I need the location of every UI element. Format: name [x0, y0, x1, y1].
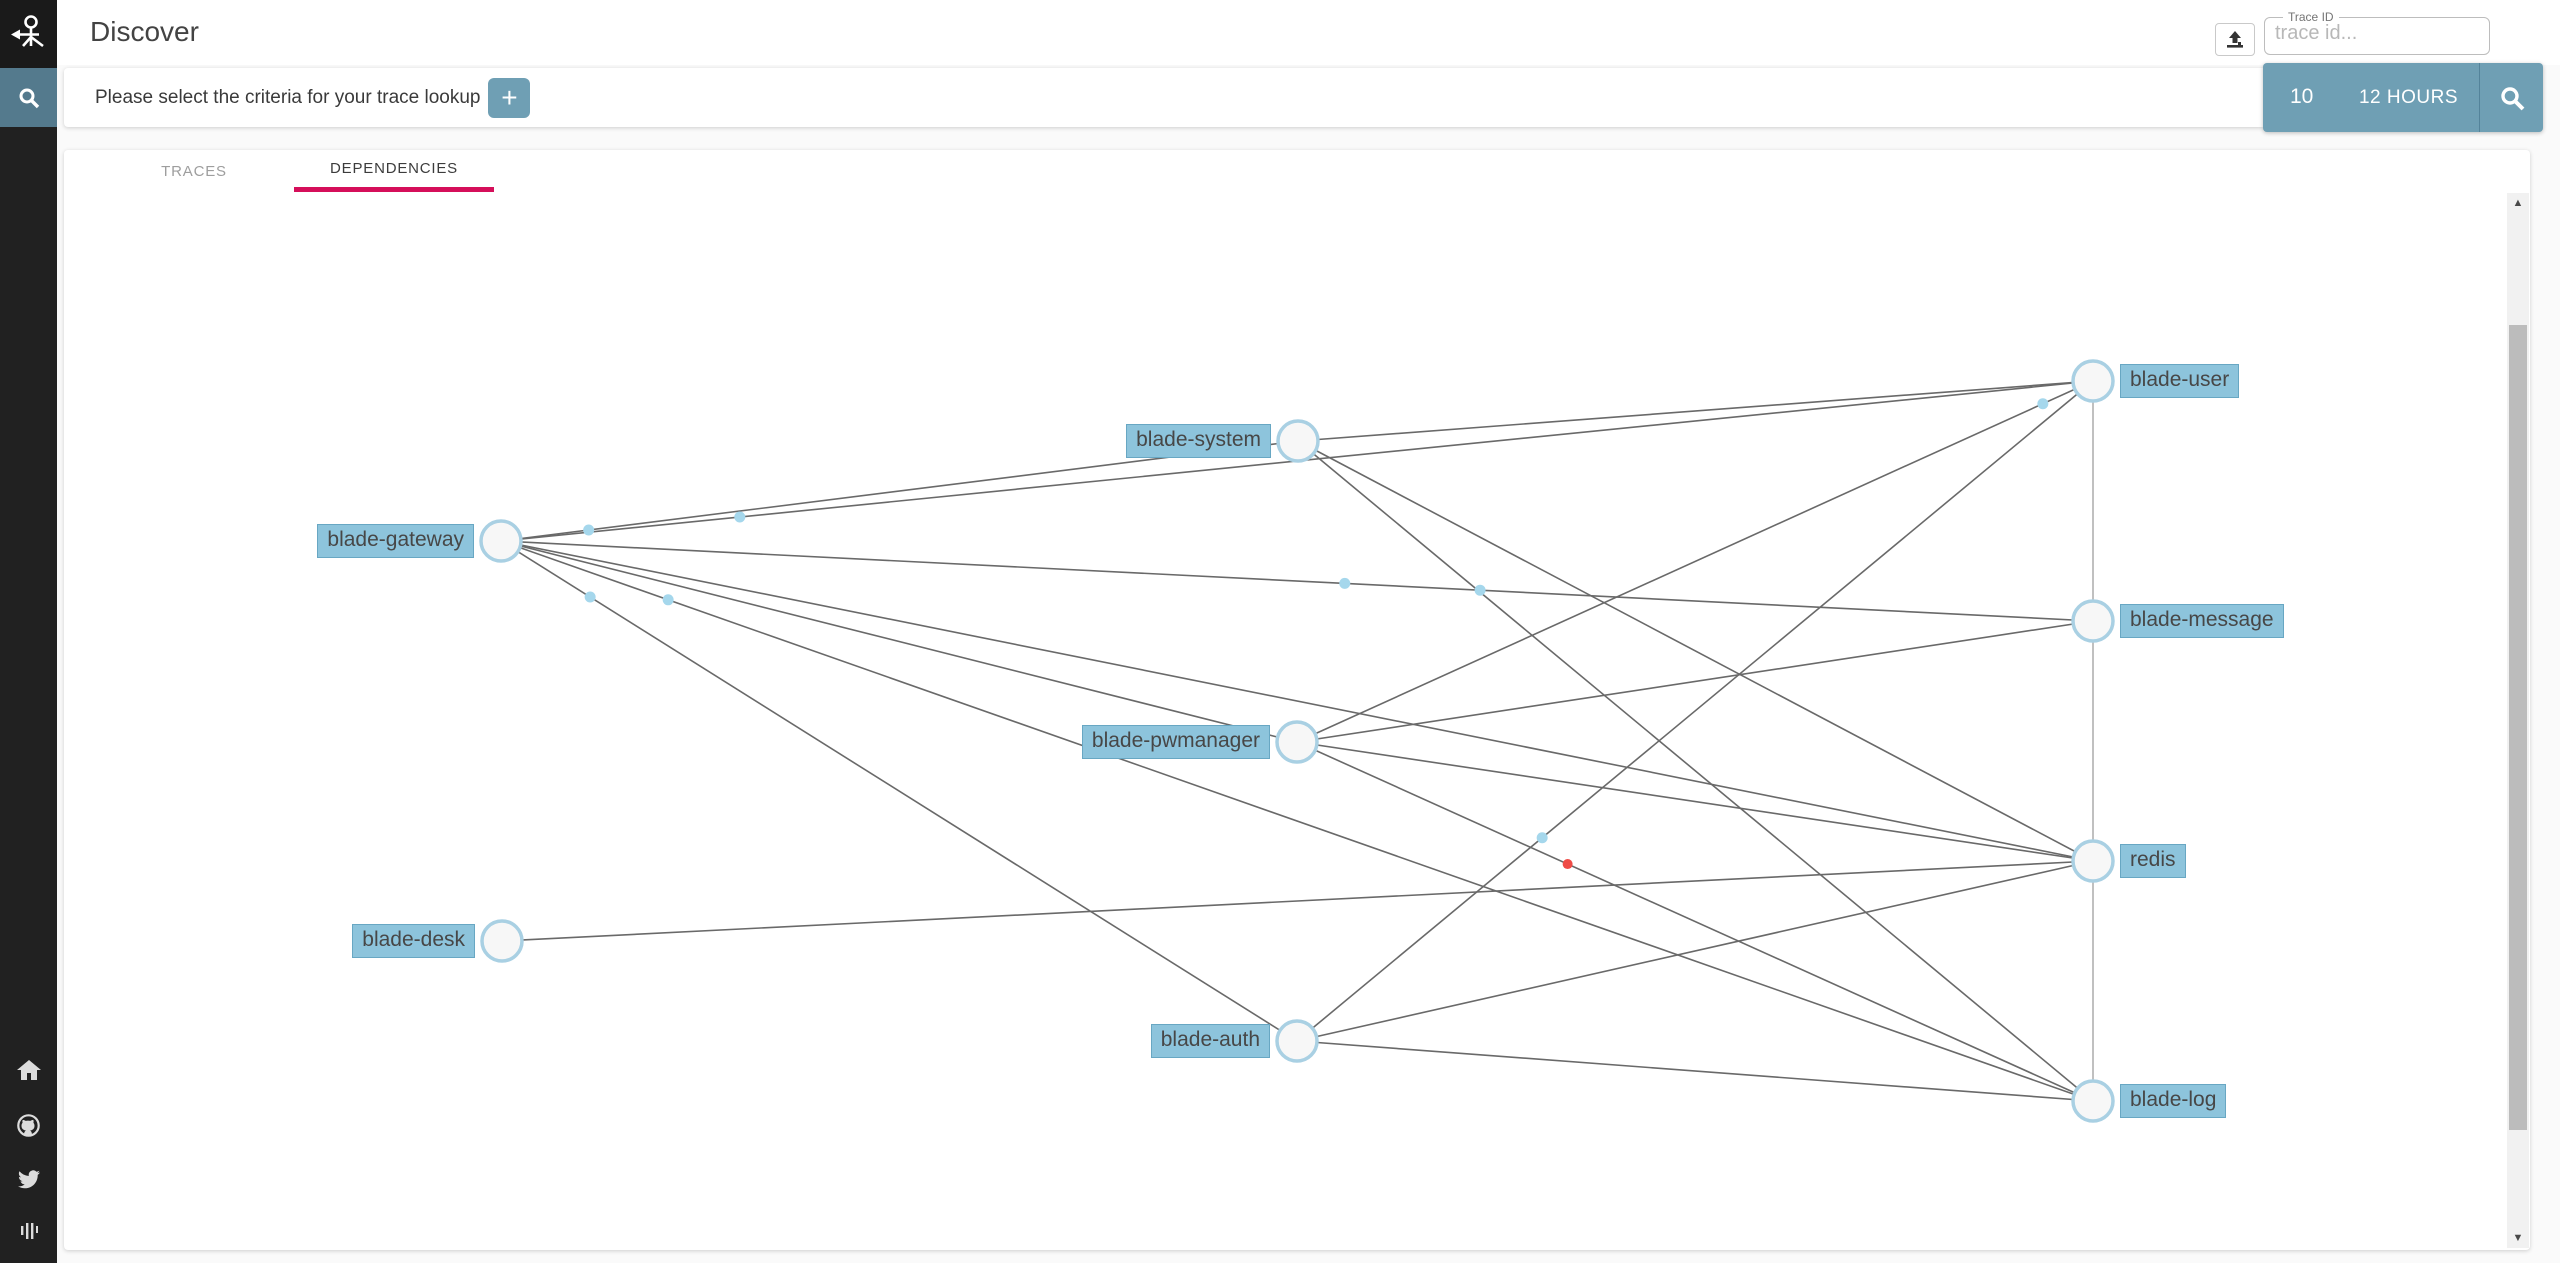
trace-id-fieldset: Trace ID	[2264, 10, 2490, 55]
dependency-edge	[1296, 741, 2094, 862]
dependency-edge	[501, 860, 2094, 942]
traffic-marker-blue	[583, 524, 595, 536]
dependency-edge	[1297, 440, 2094, 1102]
home-link[interactable]	[16, 1059, 41, 1081]
scroll-down-arrow[interactable]: ▼	[2512, 1232, 2524, 1244]
dependency-edge	[1297, 440, 2094, 862]
service-node-circle[interactable]	[479, 519, 523, 563]
service-node-label[interactable]: blade-message	[2120, 604, 2284, 638]
gitter-icon	[20, 1223, 38, 1239]
gitter-link[interactable]	[20, 1223, 38, 1245]
search-options: 10 12 HOURS	[2263, 63, 2543, 132]
traffic-marker-blue	[1474, 584, 1486, 596]
divider	[2479, 63, 2480, 132]
dependency-edge	[1296, 741, 2094, 1102]
twitter-link[interactable]	[17, 1170, 41, 1190]
upload-icon	[2227, 30, 2243, 48]
service-node-circle[interactable]	[1275, 1019, 1319, 1063]
dependency-edge	[500, 540, 2094, 862]
service-node-circle[interactable]	[2071, 1079, 2115, 1123]
results-card: TRACES DEPENDENCIES ▲ ▼ blade-gateway bla…	[64, 150, 2530, 1250]
limit-value[interactable]: 10	[2290, 85, 2314, 108]
service-node-label[interactable]: blade-desk	[352, 924, 475, 958]
service-node-label[interactable]: blade-gateway	[317, 524, 474, 558]
trace-id-input[interactable]	[2275, 22, 2479, 45]
criteria-hint: Please select the criteria for your trac…	[95, 86, 481, 108]
dependency-edge	[1296, 380, 2094, 1042]
traffic-marker-blue	[1536, 832, 1548, 844]
sidebar-bottom-links	[0, 1059, 57, 1245]
dependency-edge	[500, 540, 1298, 1042]
dependency-graph	[479, 359, 2115, 1123]
tab-dependencies[interactable]: DEPENDENCIES	[294, 150, 494, 192]
header: Discover Trace ID	[57, 0, 2560, 65]
dependency-edge	[1296, 620, 2094, 743]
upload-trace-button[interactable]	[2215, 23, 2255, 56]
home-icon	[16, 1060, 41, 1080]
scroll-up-arrow[interactable]: ▲	[2512, 197, 2524, 209]
search-icon	[19, 88, 39, 108]
service-node-circle[interactable]	[480, 919, 524, 963]
criteria-area[interactable]: Please select the criteria for your trac…	[64, 68, 2263, 127]
service-node-label[interactable]: redis	[2120, 844, 2186, 878]
magnifier-icon	[2500, 86, 2524, 110]
service-node-label[interactable]: blade-auth	[1150, 1024, 1270, 1058]
service-node-label[interactable]: blade-user	[2120, 364, 2240, 398]
traffic-marker-red	[1562, 859, 1573, 870]
github-link[interactable]	[17, 1114, 40, 1137]
service-node-circle[interactable]	[1276, 419, 1320, 463]
graph-scrollbar[interactable]: ▲ ▼	[2507, 193, 2529, 1248]
zipkin-logo[interactable]	[0, 0, 57, 68]
trace-id-label: Trace ID	[2288, 10, 2334, 24]
traffic-marker-blue	[734, 511, 746, 523]
service-node-circle[interactable]	[1275, 720, 1319, 764]
dependency-edge	[1296, 860, 2094, 1042]
dependency-edge	[500, 540, 1298, 743]
sidebar-item-search[interactable]	[0, 68, 57, 127]
search-bar: Please select the criteria for your trac…	[64, 63, 2543, 132]
lookback-value[interactable]: 12 HOURS	[2358, 87, 2458, 108]
dependency-edge	[500, 540, 2094, 1102]
dependency-edge	[500, 540, 2094, 622]
add-criteria-button[interactable]: +	[488, 77, 531, 118]
traffic-marker-blue	[584, 591, 596, 603]
dependency-edge	[1297, 380, 2094, 442]
zipkin-logo-icon	[10, 15, 44, 48]
service-node-label[interactable]: blade-pwmanager	[1081, 725, 1270, 759]
service-node-label[interactable]: blade-system	[1126, 424, 1271, 458]
service-node-circle[interactable]	[2071, 359, 2115, 403]
scroll-thumb[interactable]	[2509, 325, 2527, 1130]
traffic-marker-blue	[1339, 577, 1351, 589]
sidebar	[0, 0, 57, 1263]
traffic-marker-blue	[662, 594, 674, 606]
twitter-icon	[17, 1170, 40, 1189]
search-button[interactable]	[2480, 63, 2543, 132]
traffic-marker-blue	[2037, 398, 2049, 410]
dependency-edge	[1296, 1040, 2094, 1102]
tab-bar: TRACES DEPENDENCIES	[94, 150, 494, 192]
tab-traces[interactable]: TRACES	[161, 162, 227, 180]
github-icon	[17, 1114, 40, 1137]
page-title: Discover	[90, 16, 199, 47]
dependency-edge	[1296, 380, 2094, 743]
service-node-circle[interactable]	[2071, 599, 2115, 643]
service-node-circle[interactable]	[2071, 839, 2115, 883]
service-node-label[interactable]: blade-log	[2120, 1084, 2227, 1118]
